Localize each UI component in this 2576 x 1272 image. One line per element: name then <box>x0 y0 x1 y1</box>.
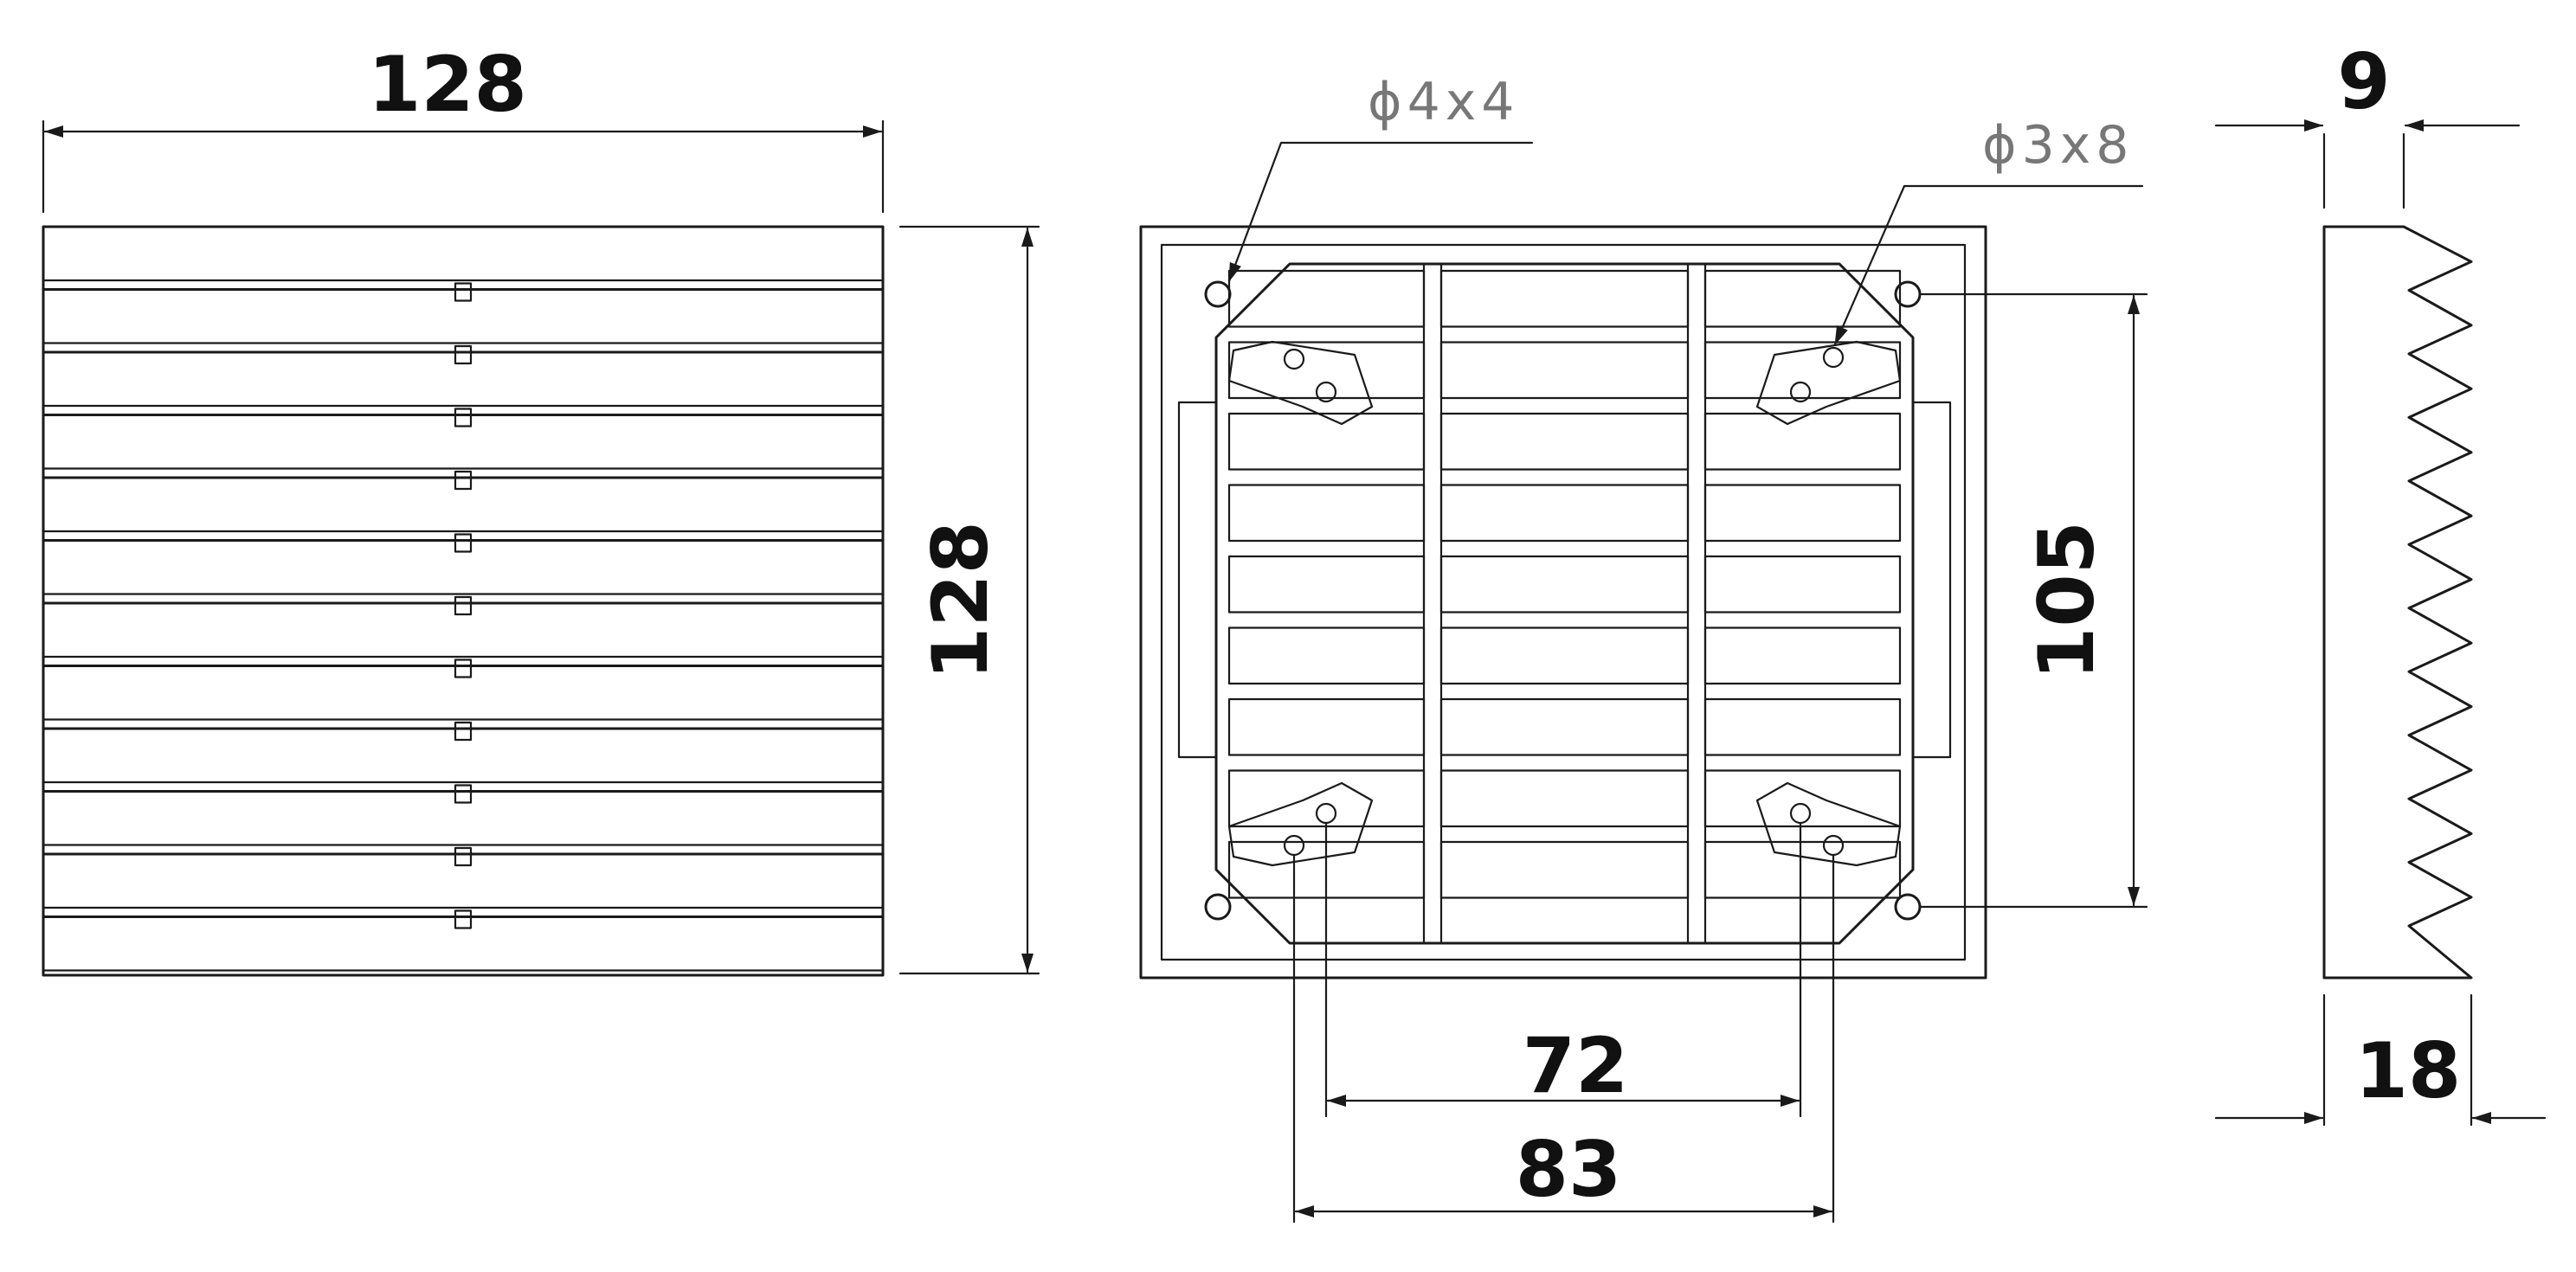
louver-tab <box>454 658 473 678</box>
mount-height-label: 105 <box>2022 521 2111 680</box>
hole-small-tr-2 <box>1789 381 1812 403</box>
inner-frame <box>1160 243 1967 961</box>
grille-slot <box>1439 341 1690 400</box>
grille-slot <box>1703 626 1902 685</box>
louver-tab <box>454 408 473 427</box>
grille-slot <box>1439 697 1690 756</box>
front-frame <box>42 225 885 977</box>
corner-bosses <box>1227 340 1902 867</box>
grille-slot <box>1227 697 1426 756</box>
callout-large-hole: ϕ4x4 <box>1227 72 1534 283</box>
louver-tab <box>454 282 473 302</box>
grille-slot <box>1227 412 1426 471</box>
louver-tab <box>454 595 473 616</box>
hole-small-tl-2 <box>1315 381 1337 403</box>
front-height-label: 128 <box>916 521 1005 680</box>
grille-slot <box>1439 412 1690 471</box>
callout-small-hole: ϕ3x8 <box>1833 115 2144 346</box>
louver-tab <box>454 846 473 867</box>
hole-small-bl-2 <box>1283 834 1305 857</box>
side-bottom-label: 18 <box>2355 1026 2461 1115</box>
grille-slot <box>1227 626 1426 685</box>
grille-slot <box>1439 840 1690 899</box>
hole-large-tl <box>1204 280 1232 308</box>
grille-slot <box>1439 555 1690 614</box>
front-width-label: 128 <box>368 40 527 129</box>
hole-small-tr-1 <box>1822 346 1845 369</box>
hole-large-tr <box>1894 280 1922 308</box>
rear-slots <box>1227 262 1902 945</box>
front-width-dimension: 128 <box>42 40 885 214</box>
grille-slot <box>1227 555 1426 614</box>
grille-slot <box>1227 269 1426 328</box>
grille-slot <box>1227 769 1426 828</box>
grille-slot <box>1703 484 1902 543</box>
louver-tab <box>454 909 473 929</box>
side-view: 9 18 <box>2214 37 2547 1127</box>
side-top-label: 9 <box>2337 37 2390 126</box>
front-view: 128 128 <box>42 40 1040 977</box>
grille-slot <box>1703 697 1902 756</box>
hole-small-bl-1 <box>1315 802 1337 825</box>
louver-tab <box>454 344 473 365</box>
louver-tab <box>454 533 473 553</box>
mount-inner-width-dimension: 72 <box>1324 822 1802 1118</box>
callout-small-label: ϕ3x8 <box>1982 115 2134 176</box>
mount-outer-width-label: 83 <box>1516 1125 1621 1214</box>
grille-slot <box>1703 412 1902 471</box>
right-tab <box>1911 401 1952 759</box>
left-tab <box>1177 401 1218 759</box>
mount-height-dimension: 105 <box>1920 292 2148 909</box>
louver-tab <box>454 784 473 804</box>
grille-slot <box>1439 484 1690 543</box>
grille-slot <box>1439 269 1690 328</box>
front-height-dimension: 128 <box>898 225 1040 975</box>
mount-outer-width-dimension: 83 <box>1292 854 1835 1224</box>
hole-small-br-2 <box>1822 834 1845 857</box>
rear-view: ϕ4x4 ϕ3x8 105 72 83 <box>1139 72 2148 1224</box>
hole-small-br-1 <box>1789 802 1812 825</box>
hole-large-br <box>1894 893 1922 921</box>
grille-slot <box>1439 626 1690 685</box>
hole-small-tl-1 <box>1283 348 1305 370</box>
callout-large-label: ϕ4x4 <box>1368 72 1519 132</box>
front-louvers <box>42 225 885 977</box>
hole-large-bl <box>1204 893 1232 921</box>
louver-tab <box>454 470 473 491</box>
mounting-holes <box>1204 280 1922 921</box>
louver-tab <box>454 721 473 742</box>
side-profile <box>2322 225 2473 980</box>
outer-frame <box>1139 225 1987 980</box>
grille-slot <box>1703 840 1902 899</box>
side-bottom-dimension: 18 <box>2214 993 2547 1127</box>
grille-slot <box>1703 555 1902 614</box>
mount-inner-width-label: 72 <box>1523 1021 1628 1110</box>
grille-slot <box>1227 484 1426 543</box>
front-tabs <box>454 282 473 929</box>
grille-slot <box>1703 269 1902 328</box>
side-top-dimension: 9 <box>2214 37 2521 209</box>
grille-slot <box>1703 769 1902 828</box>
grille-slot <box>1439 769 1690 828</box>
